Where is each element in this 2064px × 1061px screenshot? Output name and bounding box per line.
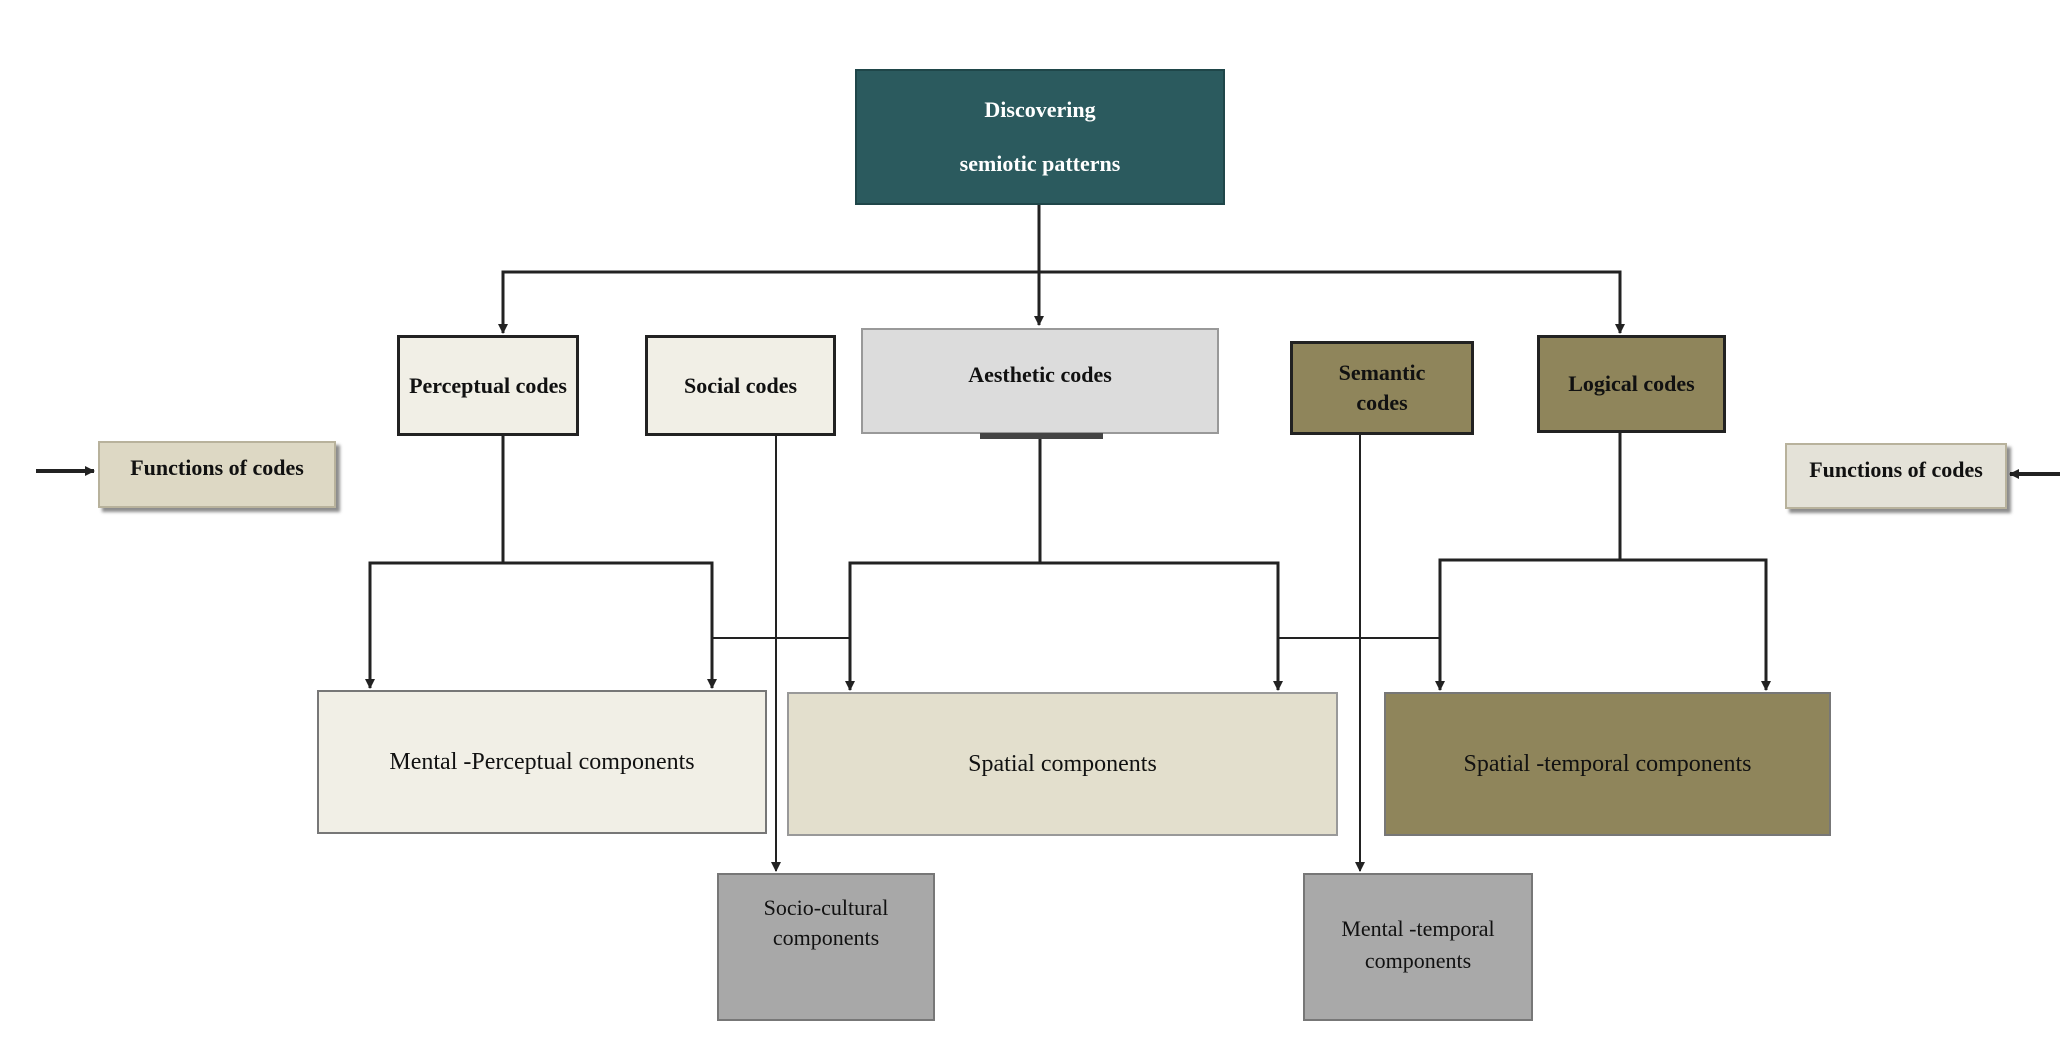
connector-logical-bus	[1438, 558, 1771, 691]
node-spatial-label: Spatial components	[968, 750, 1157, 777]
node-social-label: Social codes	[683, 372, 798, 398]
node-logical-label: Logical codes	[1568, 371, 1695, 396]
node-functions-right-label: Functions of codes	[1809, 457, 1983, 482]
node-mental-temporal-line1: Mental -temporal	[1341, 916, 1495, 941]
node-socio-cultural-components: Socio-cultural components	[717, 873, 935, 1021]
node-functions-of-codes-left: Functions of codes	[98, 441, 336, 508]
node-functions-of-codes-right: Functions of codes	[1785, 443, 2007, 509]
node-mental-perceptual-label: Mental -Perceptual components	[389, 748, 695, 775]
aesthetic-tab-bar	[980, 433, 1103, 439]
node-socio-cultural-line1: Socio-cultural	[763, 895, 889, 920]
node-spatial-components: Spatial components	[787, 692, 1338, 836]
node-aesthetic-codes: Aesthetic codes	[861, 328, 1219, 434]
node-spatial-temporal-label: Spatial -temporal components	[1463, 750, 1752, 777]
node-functions-left-label: Functions of codes	[130, 455, 304, 480]
node-discovering-semiotic-patterns: Discovering semiotic patterns	[855, 69, 1225, 205]
node-root-line1: Discovering	[984, 97, 1096, 122]
node-semantic-line1: Semantic	[1338, 360, 1426, 385]
node-semantic-codes: Semantic codes	[1290, 341, 1474, 435]
node-spatial-temporal-components: Spatial -temporal components	[1384, 692, 1831, 836]
connector-top-bus	[501, 270, 1622, 325]
node-social-codes: Social codes	[645, 335, 836, 436]
node-socio-cultural-line2: components	[772, 925, 880, 950]
connector-aesthetic-bus	[848, 561, 1283, 691]
node-perceptual-codes: Perceptual codes	[397, 335, 579, 436]
node-perceptual-label: Perceptual codes	[409, 372, 567, 398]
node-logical-codes: Logical codes	[1537, 335, 1726, 433]
node-semantic-line2: codes	[1356, 390, 1408, 415]
node-root-line2: semiotic patterns	[959, 151, 1121, 176]
node-mental-perceptual-components: Mental -Perceptual components	[317, 690, 767, 834]
connector-perceptual-bus	[368, 561, 717, 689]
node-mental-temporal-components: Mental -temporal components	[1303, 873, 1533, 1021]
node-aesthetic-label: Aesthetic codes	[968, 362, 1112, 387]
node-mental-temporal-line2: components	[1364, 948, 1472, 973]
